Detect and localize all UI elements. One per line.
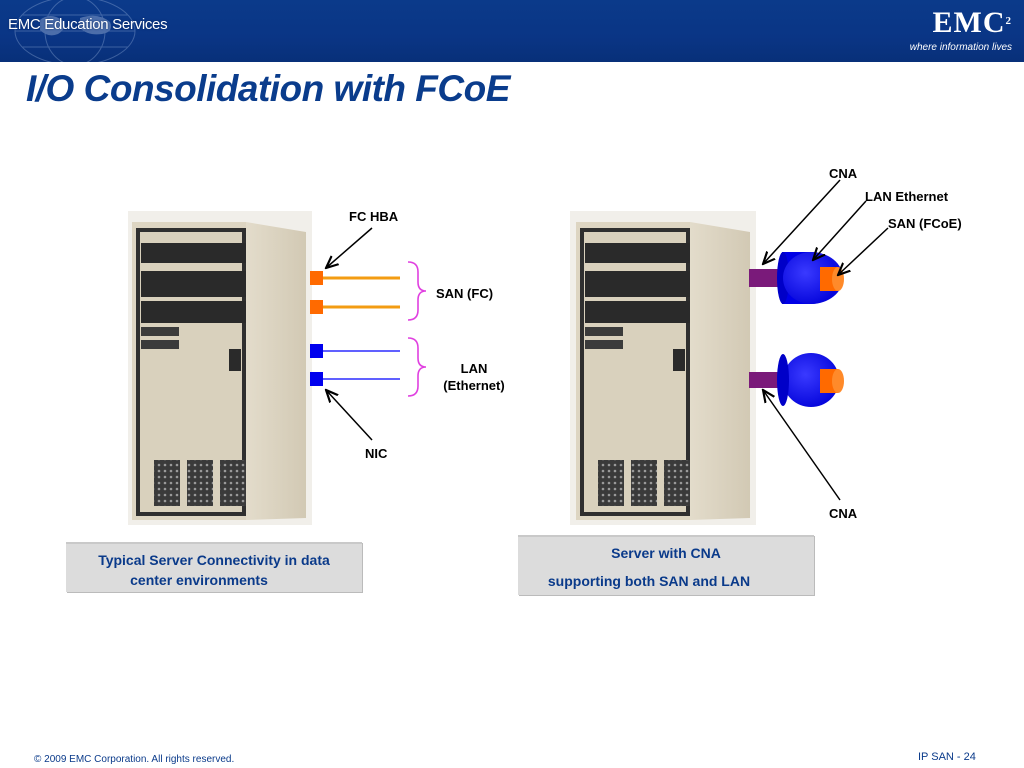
san-fc-bracket xyxy=(407,261,427,321)
globe-icon xyxy=(14,0,136,62)
left-caption: Typical Server Connectivity in data cent… xyxy=(66,542,362,592)
cna-bottom-label: CNA xyxy=(829,506,858,521)
cna-adapter-top xyxy=(749,252,844,304)
cna-top-label: CNA xyxy=(829,166,858,181)
footer-page-number: IP SAN - 24 xyxy=(918,751,976,763)
cna-bottom-arrow xyxy=(763,390,841,501)
nic-arrow xyxy=(326,390,373,441)
emc-tagline: where information lives xyxy=(909,42,1012,53)
left-caption-line2: center environments xyxy=(130,572,268,588)
fc-hba-ports xyxy=(310,271,400,314)
cna-top-arrow xyxy=(763,179,841,264)
slide-title: I/O Consolidation with FCoE xyxy=(26,68,510,109)
right-caption-line2: supporting both SAN and LAN xyxy=(547,573,751,589)
san-fcoe-arrow xyxy=(838,227,889,275)
emc-superscript: 2 xyxy=(1005,15,1012,27)
emc-logo: EMC2 where information lives xyxy=(892,6,1012,54)
header-bar: EMC Education Services EMC2 where inform… xyxy=(0,0,1024,62)
education-services-logo: EMC Education Services xyxy=(8,16,168,33)
right-server-tower xyxy=(570,211,756,525)
nic-label: NIC xyxy=(365,446,388,461)
right-caption-line1: Server with CNA xyxy=(611,545,721,561)
fc-hba-label: FC HBA xyxy=(349,209,399,224)
emc-wordmark: EMC xyxy=(932,6,1006,39)
footer-copyright: © 2009 EMC Corporation. All rights reser… xyxy=(34,754,235,765)
san-fcoe-label: SAN (FCoE) xyxy=(888,216,962,231)
cna-adapter-bottom xyxy=(749,353,844,407)
lan-ethernet-label: LAN Ethernet xyxy=(865,189,949,204)
fc-hba-arrow xyxy=(326,227,373,268)
lan-label-line1: LAN xyxy=(460,361,488,376)
left-server-tower xyxy=(128,211,312,525)
nic-ports xyxy=(310,344,400,386)
lan-ethernet-arrow xyxy=(813,200,867,260)
right-caption: Server with CNA supporting both SAN and … xyxy=(518,535,814,595)
lan-bracket xyxy=(407,337,427,397)
lan-label: LAN (Ethernet) xyxy=(428,360,520,394)
san-fc-label: SAN (FC) xyxy=(436,286,494,301)
left-caption-line1: Typical Server Connectivity in data xyxy=(98,552,330,568)
lan-label-line2: (Ethernet) xyxy=(443,378,505,393)
